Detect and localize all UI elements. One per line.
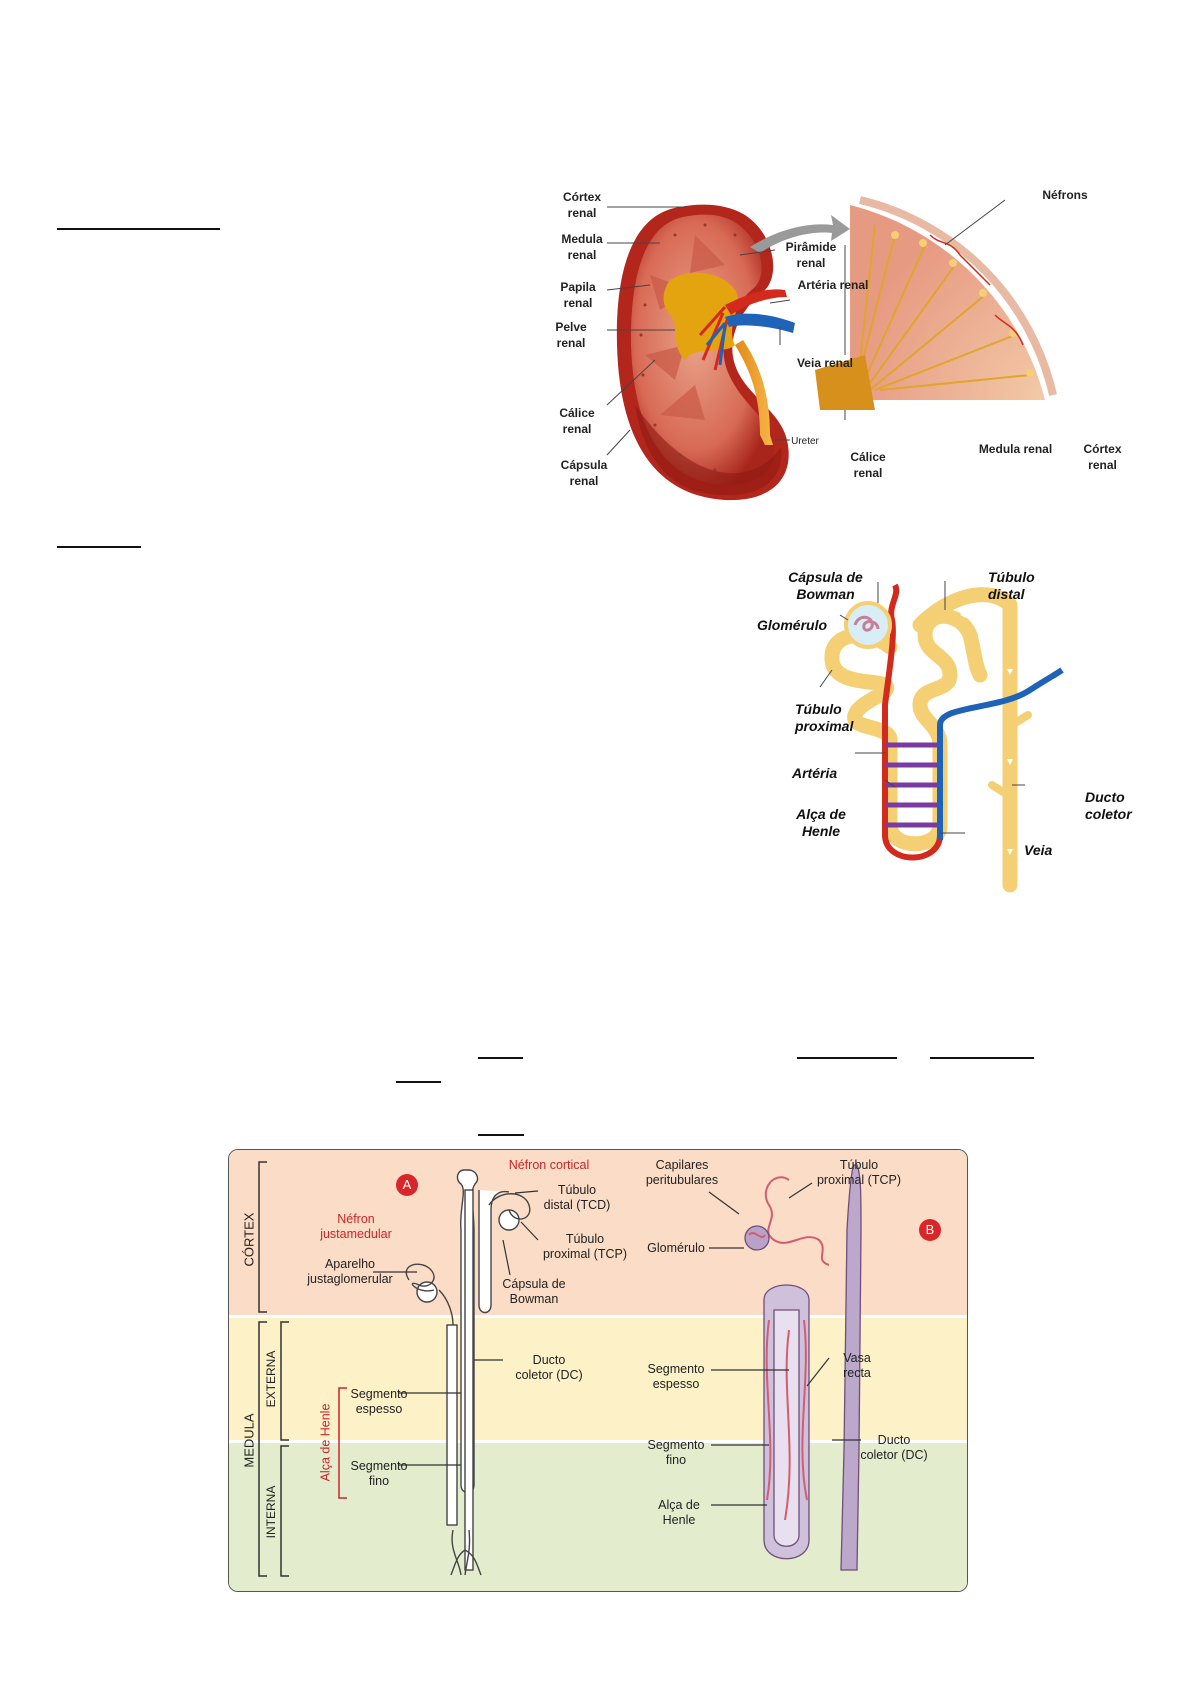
blank-line-3: [930, 1057, 1034, 1059]
label-segmento-fino-right: Segmento fino: [647, 1438, 705, 1467]
label-segmento-espesso-left: Segmento espesso: [350, 1387, 408, 1416]
heading-underline-1: [57, 228, 220, 230]
label-tubulo-proximal: Túbulo proximal: [795, 701, 854, 734]
label-arteria-renal: Artéria renal: [797, 278, 869, 292]
label-calice-renal: Cálice renal: [559, 406, 595, 436]
label-ducto-coletor: Ducto coletor: [1085, 789, 1132, 822]
label-zoom-calice-renal: Cálice renal: [850, 450, 886, 480]
label-tubulo-proximal-tcp-left: Túbulo proximal (TCP): [542, 1232, 628, 1261]
badge-b: B: [919, 1219, 941, 1241]
label-segmento-fino-left: Segmento fino: [350, 1459, 408, 1488]
label-ducto-coletor-left: Ducto coletor (DC): [515, 1353, 583, 1382]
label-vasa-recta: Vasa recta: [843, 1351, 871, 1380]
zone-interna: INTERNA: [264, 1485, 278, 1539]
label-nefron-cortical: Néfron cortical: [508, 1158, 590, 1172]
badge-a: A: [396, 1174, 418, 1196]
blank-line-1: [478, 1057, 523, 1059]
label-veia: Veia: [1024, 842, 1053, 858]
label-aparelho-justaglomerular: Aparelho justaglomerular: [307, 1257, 393, 1286]
nephron-illustration: [819, 581, 1064, 893]
label-tubulo-distal-tcd: Túbulo distal (TCD): [543, 1183, 611, 1212]
label-capsula-de-bowman: Cápsula de Bowman: [788, 569, 863, 602]
zone-externa: EXTERNA: [264, 1350, 278, 1408]
label-glomerulo-right: Glomérulo: [647, 1241, 705, 1255]
label-pelve-renal: Pelve renal: [555, 320, 587, 350]
label-capsula-de-bowman-left: Cápsula de Bowman: [502, 1277, 566, 1306]
nephron-figure: Cápsula de Bowman Túbulo distal Glomérul…: [757, 569, 1150, 895]
label-segmento-espesso-right: Segmento espesso: [647, 1362, 705, 1391]
label-capsula-renal: Cápsula renal: [560, 458, 608, 488]
nephron-types-figure: CÓRTEX MEDULA EXTERNA INTERNA A B Néfron…: [228, 1149, 968, 1592]
label-nefrons: Néfrons: [1042, 188, 1088, 202]
kidney-figure: Córtex renal Medula renal Papila renal P…: [555, 188, 1145, 515]
label-alca-de-henle-bracket: Alça de Henle: [318, 1403, 333, 1482]
heading-underline-2: [57, 546, 141, 548]
nephron-types-illustration: [258, 1161, 862, 1577]
label-ureter: Ureter: [791, 436, 819, 447]
zone-cortex: CÓRTEX: [241, 1212, 257, 1267]
label-papila-renal: Papila renal: [560, 280, 596, 310]
band-cortex: [229, 1150, 967, 1315]
label-ducto-coletor-right: Ducto coletor (DC): [860, 1433, 928, 1462]
label-zoom-medula-renal: Medula renal: [978, 442, 1053, 456]
label-tubulo-proximal-tcp-right: Túbulo proximal (TCP): [816, 1158, 902, 1187]
label-glomerulo: Glomérulo: [757, 617, 828, 633]
label-medula-renal: Medula renal: [561, 232, 603, 262]
blank-line-4: [396, 1081, 441, 1083]
label-cortex-renal: Córtex renal: [562, 190, 601, 220]
label-tubulo-distal: Túbulo distal: [988, 569, 1035, 602]
label-piramide-renal: Pirâmide renal: [785, 240, 837, 270]
label-arteria: Artéria: [792, 765, 838, 781]
blank-line-2: [797, 1057, 897, 1059]
zone-medula: MEDULA: [241, 1413, 257, 1468]
kidney-illustration: [606, 196, 1057, 501]
label-nefron-justamedular: Néfron justamedular: [320, 1212, 392, 1241]
label-alca-de-henle-right: Alça de Henle: [658, 1498, 700, 1527]
label-capilares-peritubulares: Capilares peritubulares: [645, 1158, 719, 1187]
label-alca-de-henle: Alça de Henle: [796, 806, 846, 839]
label-zoom-cortex-renal: Córtex renal: [1083, 442, 1122, 472]
label-veia-renal: Veia renal: [796, 356, 854, 370]
blank-line-5: [478, 1134, 524, 1136]
